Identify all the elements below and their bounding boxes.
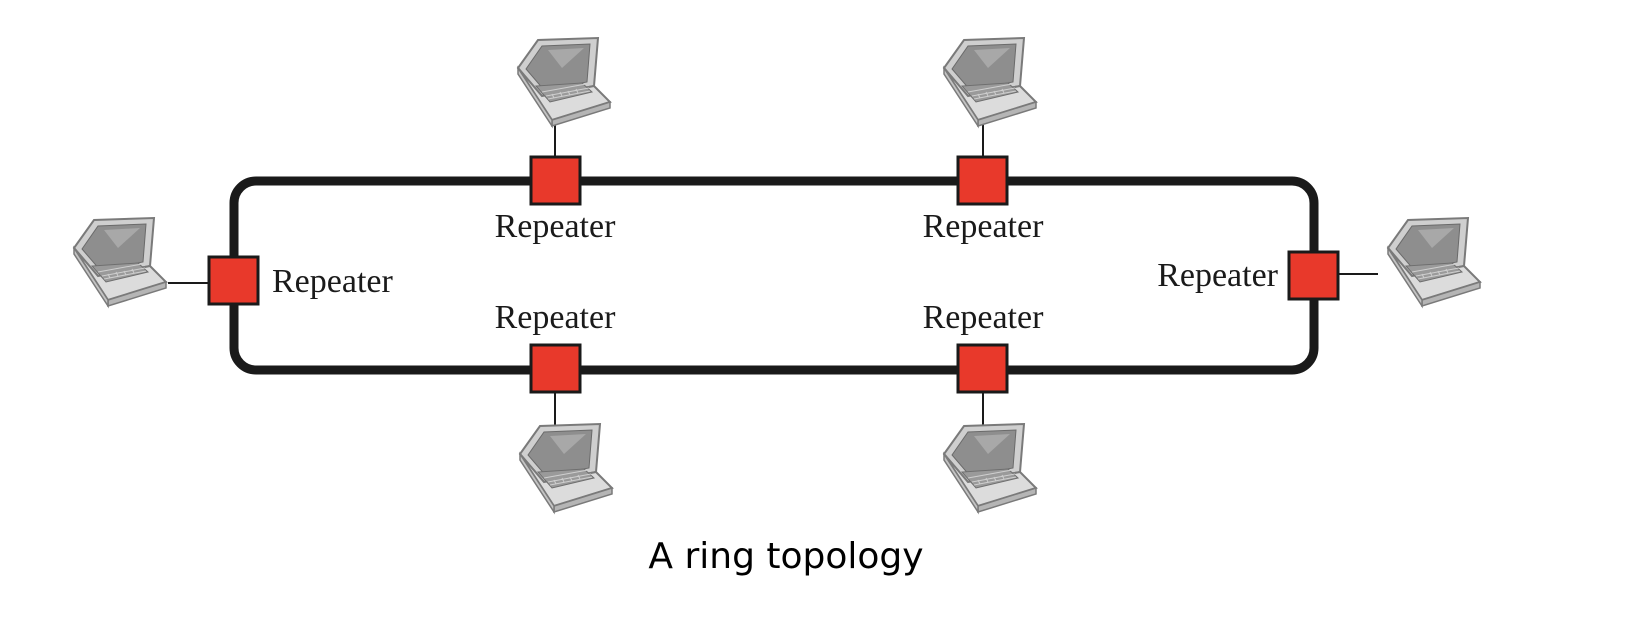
laptop-icon-bottom-left	[519, 423, 613, 513]
ring-cable	[229, 176, 1319, 375]
laptop-icon-left	[73, 217, 167, 307]
repeater-label-right: Repeater	[1157, 257, 1278, 294]
diagram-caption: A ring topology	[648, 536, 923, 577]
repeater-bottom-left	[529, 343, 582, 394]
repeater-label-bottom-left: Repeater	[495, 299, 616, 336]
repeater-bottom-right	[956, 343, 1009, 394]
repeater-right	[1287, 250, 1340, 301]
repeater-left	[207, 255, 260, 306]
repeater-label-left: Repeater	[272, 263, 393, 300]
laptop-icon-top-right	[943, 37, 1037, 127]
repeater-top-left	[529, 155, 582, 206]
laptop-icon-top-left	[517, 37, 611, 127]
repeater-label-bottom-right: Repeater	[923, 299, 1044, 336]
laptop-icon-right	[1387, 217, 1481, 307]
repeater-top-right	[956, 155, 1009, 206]
laptop-icon-bottom-right	[943, 423, 1037, 513]
repeater-label-top-right: Repeater	[923, 208, 1044, 245]
repeater-label-top-left: Repeater	[495, 208, 616, 245]
